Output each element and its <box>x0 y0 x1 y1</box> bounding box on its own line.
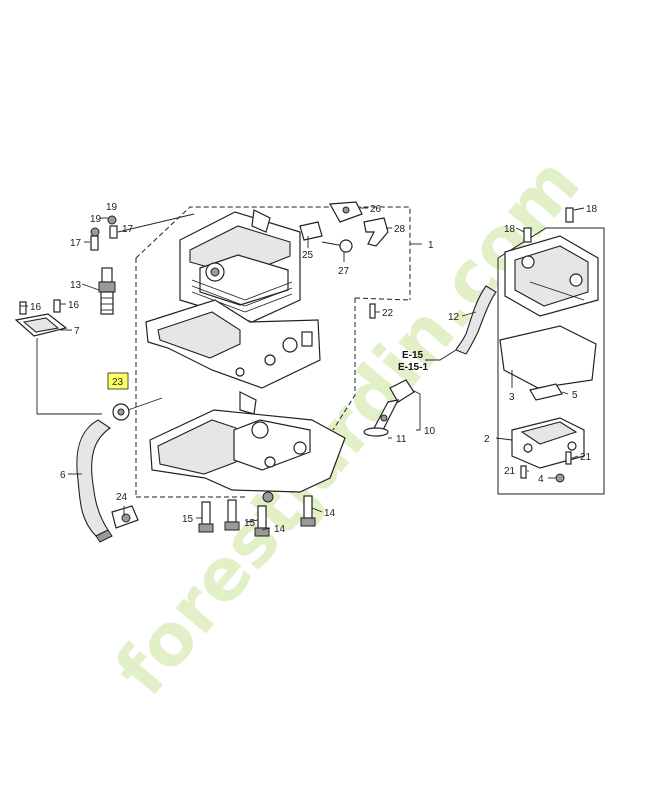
callout-27[interactable]: 27 <box>338 266 350 277</box>
arm-26[interactable] <box>329 201 363 223</box>
callout-17-right[interactable]: 17 <box>122 224 134 235</box>
callout-25[interactable]: 25 <box>302 250 314 261</box>
callout-12[interactable]: 12 <box>448 312 460 323</box>
pin-22[interactable] <box>369 303 376 319</box>
callout-labels: 1 2 3 4 5 6 7 10 11 12 13 14 14 15 15 16… <box>30 202 598 535</box>
callout-17-left[interactable]: 17 <box>70 238 82 249</box>
reference-e15-1[interactable]: E-15-1 <box>398 362 428 373</box>
callout-2[interactable]: 2 <box>484 434 490 445</box>
oil-level-gauge-10[interactable] <box>371 379 415 437</box>
o-ring-11[interactable] <box>363 427 389 437</box>
callout-15-left[interactable]: 15 <box>182 514 194 525</box>
bolt-15-mid[interactable] <box>224 499 240 531</box>
watermark-text: forestjardin.com <box>99 141 596 711</box>
callout-7[interactable]: 7 <box>74 326 80 337</box>
lower-case[interactable] <box>149 391 346 503</box>
bolt-16-right[interactable] <box>53 299 61 313</box>
bracket-7[interactable] <box>14 313 68 337</box>
callout-16-right[interactable]: 16 <box>68 300 80 311</box>
head-cover-3[interactable] <box>504 235 599 317</box>
bolt-19-left[interactable] <box>90 227 100 237</box>
bolt-18-left[interactable] <box>523 227 532 243</box>
callout-10[interactable]: 10 <box>424 426 436 437</box>
breather-unit-2[interactable] <box>511 417 585 469</box>
screw-21-right[interactable] <box>565 451 572 465</box>
assembly-2-frame <box>497 227 605 495</box>
gasket-3[interactable] <box>499 325 597 389</box>
reference-e15[interactable]: E-15 <box>402 350 424 361</box>
clamp-24[interactable] <box>111 505 139 529</box>
callout-11[interactable]: 11 <box>396 434 407 445</box>
bolt-16-left[interactable] <box>19 301 27 315</box>
plate-5[interactable] <box>529 383 563 401</box>
nut-4[interactable] <box>555 473 565 483</box>
breather-hose-6[interactable] <box>76 419 113 543</box>
callout-21-right[interactable]: 21 <box>580 452 592 463</box>
bolt-17-left[interactable] <box>90 235 99 251</box>
pin-25[interactable] <box>299 221 323 241</box>
callout-18-right[interactable]: 18 <box>586 204 598 215</box>
cylinder-block[interactable] <box>145 209 321 389</box>
callout-15-mid[interactable]: 15 <box>244 518 256 529</box>
shaft-27[interactable] <box>321 239 353 253</box>
callout-6[interactable]: 6 <box>60 470 66 481</box>
callout-28[interactable]: 28 <box>394 224 406 235</box>
callout-22[interactable]: 22 <box>382 308 394 319</box>
callout-24[interactable]: 24 <box>116 492 128 503</box>
screw-21-left[interactable] <box>520 465 527 479</box>
assembly-1-frame <box>135 206 411 266</box>
callout-3[interactable]: 3 <box>509 392 515 403</box>
bolt-17-right[interactable] <box>109 225 118 239</box>
callout-19-right[interactable]: 19 <box>106 202 118 213</box>
bolt-14-right[interactable] <box>300 495 316 527</box>
callout-23-highlight <box>107 372 129 390</box>
bolt-15-left[interactable] <box>198 501 214 533</box>
bolt-14-mid[interactable] <box>254 505 270 537</box>
callout-5[interactable]: 5 <box>572 390 578 401</box>
callout-14-mid[interactable]: 14 <box>274 524 286 535</box>
callout-19-left[interactable]: 19 <box>90 214 102 225</box>
callout-18-left[interactable]: 18 <box>504 224 516 235</box>
watermark: forestjardin.com <box>99 141 596 711</box>
callout-21-left[interactable]: 21 <box>504 466 516 477</box>
bolt-18-right[interactable] <box>565 207 574 223</box>
callout-16-left[interactable]: 16 <box>30 302 42 313</box>
callout-1[interactable]: 1 <box>428 240 434 251</box>
callout-13[interactable]: 13 <box>70 280 82 291</box>
bolt-19-right[interactable] <box>107 215 117 225</box>
hose-12[interactable] <box>455 285 497 355</box>
leader-lines <box>20 207 585 531</box>
lever-28[interactable] <box>363 217 389 247</box>
callout-23[interactable]: 23 <box>112 377 124 388</box>
callout-14-right[interactable]: 14 <box>324 508 336 519</box>
clip-23[interactable] <box>112 403 130 421</box>
callout-26[interactable]: 26 <box>370 204 382 215</box>
spark-plug[interactable] <box>98 267 116 315</box>
callout-4[interactable]: 4 <box>538 474 544 485</box>
